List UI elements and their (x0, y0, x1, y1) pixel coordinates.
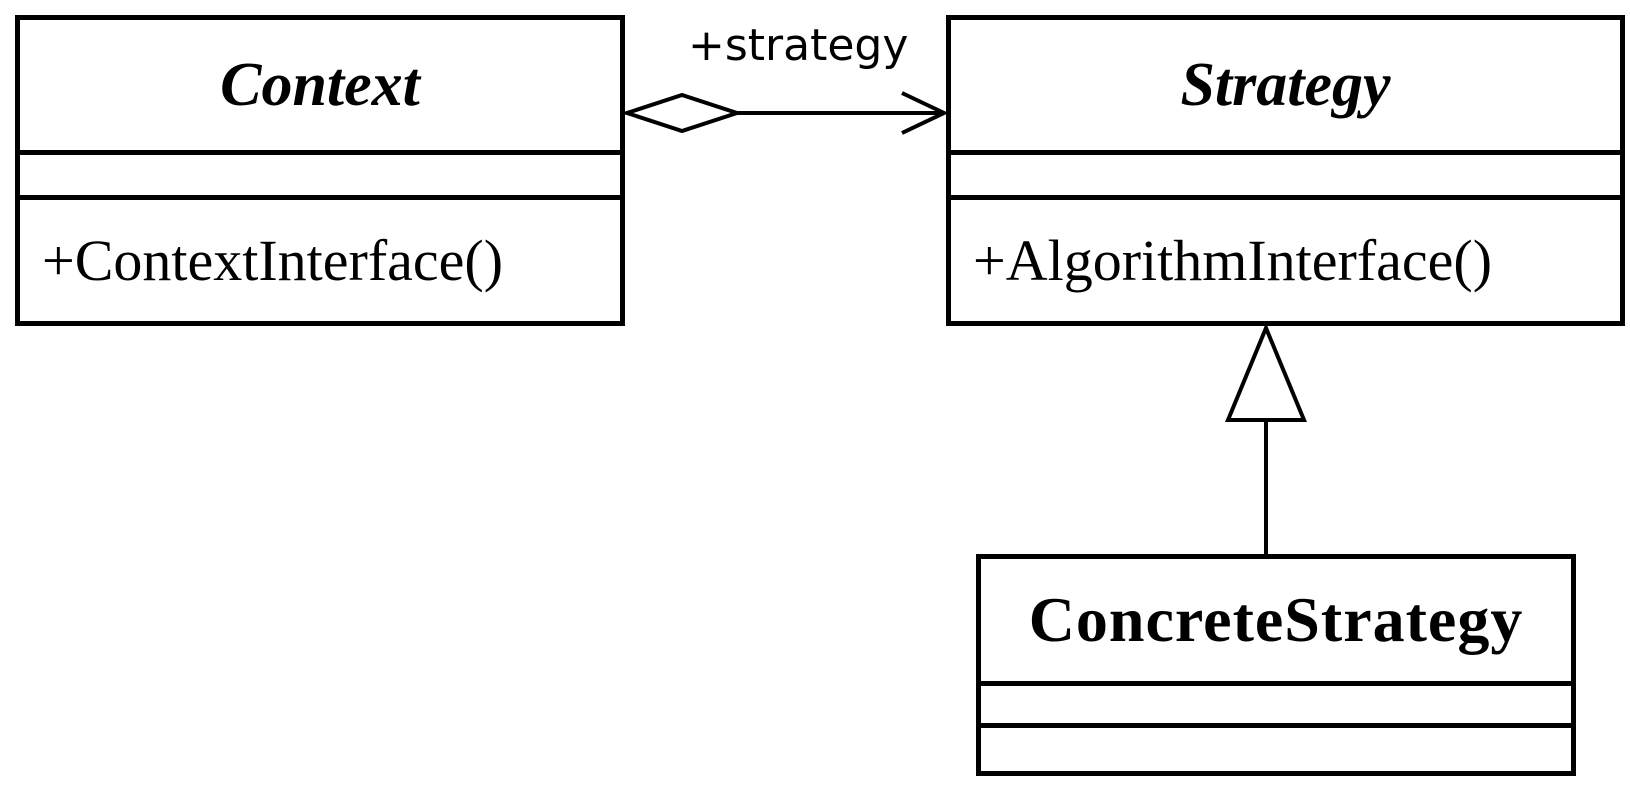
strategy-operation: +AlgorithmInterface() (973, 228, 1493, 293)
aggregation-connector (620, 91, 949, 135)
context-class-box[interactable]: Context +ContextInterface() (15, 15, 625, 326)
generalization-triangle-icon (1225, 322, 1307, 422)
context-operations-compartment: +ContextInterface() (20, 195, 620, 321)
navigability-arrowhead-icon (901, 91, 949, 135)
association-role-label: +strategy (688, 20, 909, 71)
context-attributes-compartment (20, 150, 620, 195)
concrete-strategy-class-name: ConcreteStrategy (1028, 584, 1524, 655)
concrete-strategy-operations-compartment (981, 723, 1571, 771)
context-class-name: Context (220, 50, 420, 119)
strategy-attributes-compartment (951, 150, 1620, 195)
strategy-class-box[interactable]: Strategy +AlgorithmInterface() (946, 15, 1625, 326)
concrete-strategy-attributes-compartment (981, 681, 1571, 723)
aggregation-diamond-icon (620, 92, 744, 134)
generalization-connector (1225, 322, 1307, 554)
context-operation: +ContextInterface() (42, 228, 504, 293)
concrete-strategy-class-box[interactable]: ConcreteStrategy (976, 554, 1576, 776)
strategy-class-name: Strategy (1180, 50, 1391, 119)
strategy-operations-compartment: +AlgorithmInterface() (951, 195, 1620, 321)
